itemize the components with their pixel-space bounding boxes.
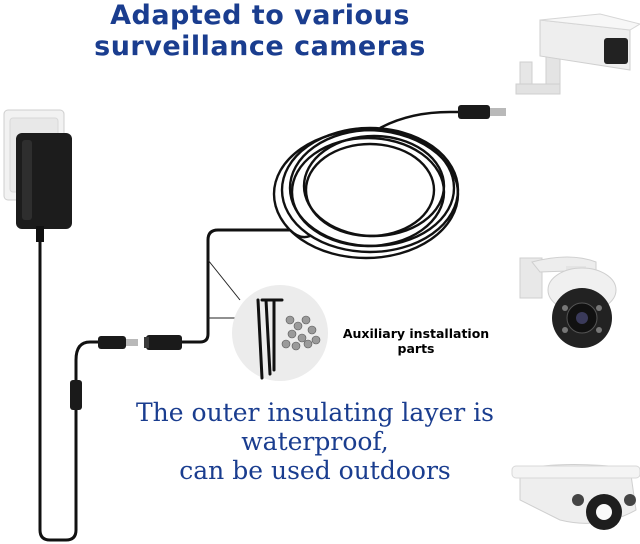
dc-male-plug xyxy=(98,336,138,349)
caption-line-1: The outer insulating layer is xyxy=(136,398,494,427)
headline-line-1: Adapted to various xyxy=(110,0,410,31)
aux-parts-label-line-2: parts xyxy=(397,341,435,356)
headline: Adapted to various surveillance cameras xyxy=(60,0,460,62)
dc-female-jack xyxy=(144,335,182,350)
headline-line-2: surveillance cameras xyxy=(94,31,426,62)
ferrite-core xyxy=(70,380,82,410)
power-adapter xyxy=(16,133,72,242)
bullet-camera-bottom xyxy=(511,463,640,530)
aux-parts-label: Auxiliary installation parts xyxy=(326,326,506,356)
caption-line-2: waterproof, xyxy=(241,427,389,456)
waterproof-caption: The outer insulating layer is waterproof… xyxy=(95,398,535,485)
adapter-cable xyxy=(38,242,100,542)
dc-end-plug xyxy=(458,105,506,119)
dome-camera xyxy=(519,256,617,348)
aux-parts xyxy=(232,285,328,381)
extension-cable xyxy=(182,228,290,344)
caption-line-3: can be used outdoors xyxy=(179,456,451,485)
coiled-cable xyxy=(272,110,466,260)
aux-parts-label-line-1: Auxiliary installation xyxy=(342,326,490,341)
box-camera-top xyxy=(515,13,640,95)
